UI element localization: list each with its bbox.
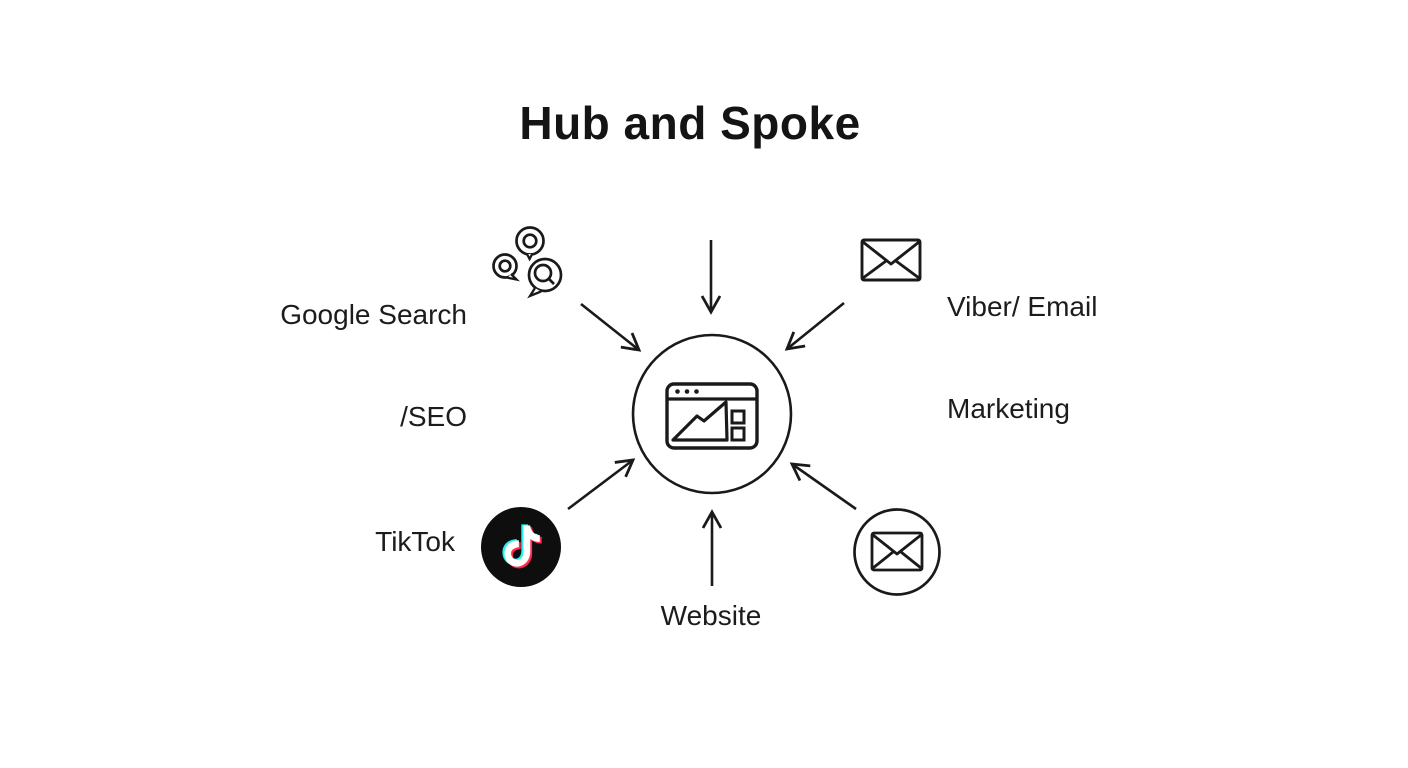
google-search-seo-label: Google Search /SEO <box>280 230 467 502</box>
browser-analytics-icon <box>665 382 759 450</box>
arrow-top-right <box>784 301 845 351</box>
hub-circle <box>631 333 793 495</box>
envelope-icon <box>860 238 922 282</box>
envelope-in-circle-icon <box>853 508 941 596</box>
website-label: Website <box>660 600 762 631</box>
viber-email-marketing-label: Viber/ Email Marketing <box>947 222 1097 494</box>
viber-email-line2: Marketing <box>947 393 1070 424</box>
arrow-bottom-left <box>567 458 636 511</box>
google-search-line1: Google Search <box>280 299 467 330</box>
tiktok-label: TikTok <box>375 526 455 557</box>
diagram-title: Hub and Spoke <box>519 97 861 149</box>
google-search-line2: /SEO <box>400 401 467 432</box>
search-chat-bubbles-icon <box>492 226 563 299</box>
arrow-top-left <box>580 302 642 352</box>
arrow-bottom-right <box>789 462 857 511</box>
tiktok-logo-icon <box>481 507 561 587</box>
viber-email-line1: Viber/ Email <box>947 291 1098 322</box>
